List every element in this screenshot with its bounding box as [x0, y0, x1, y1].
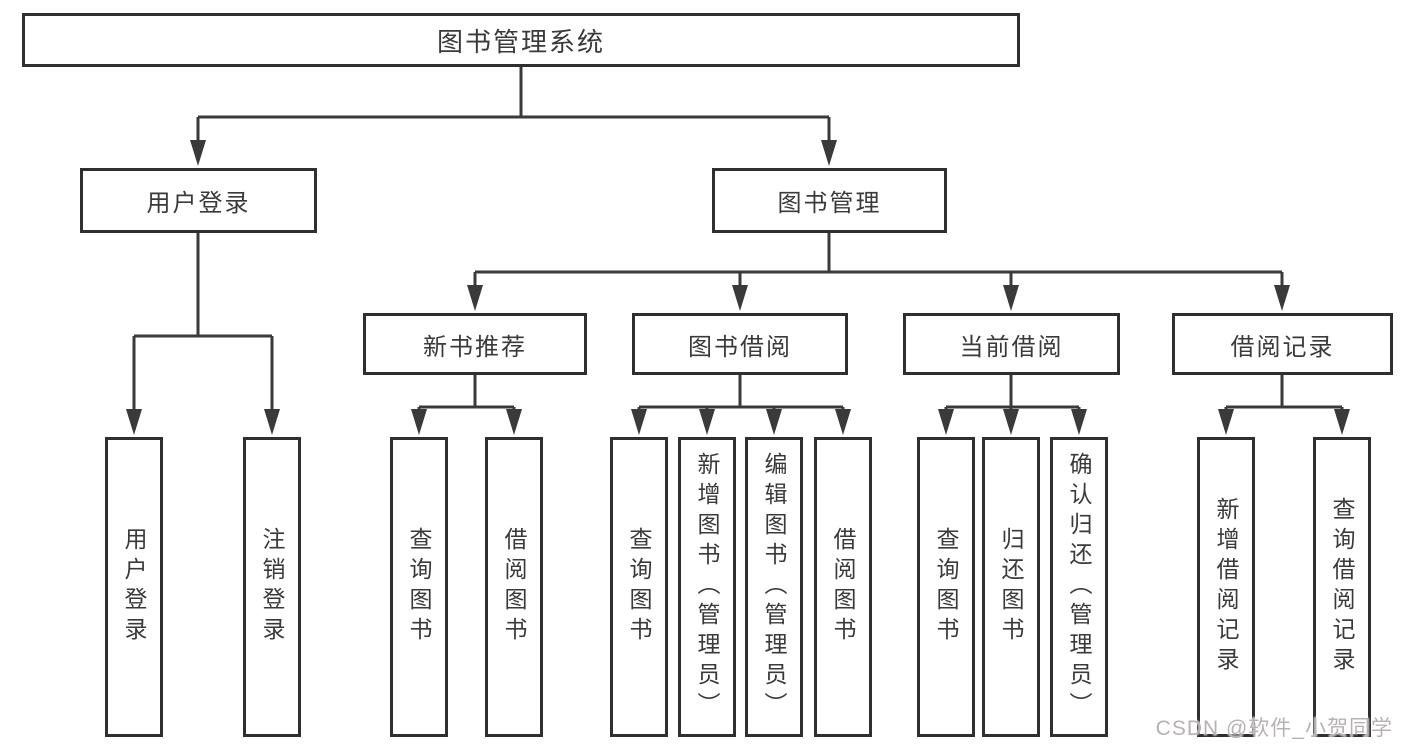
watermark-text: CSDN @软件_小贺同学: [1155, 717, 1393, 740]
node-book-management-label: 图书管理: [777, 190, 882, 217]
node-borrowing-records-label: 借阅记录: [1230, 333, 1335, 361]
node-new-book-recommend: 新书推荐: [363, 313, 587, 375]
root-node-label: 图书管理系统: [436, 26, 605, 57]
arrowheads: [126, 140, 1350, 435]
leaf-query-books-borrowing-label: 查询图书: [626, 527, 652, 647]
node-current-borrowing: 当前借阅: [903, 313, 1120, 375]
node-book-borrowing-label: 图书借阅: [688, 333, 792, 361]
leaf-user-login-label: 用户登录: [121, 527, 147, 647]
leaf-confirm-return-admin-label: 确认归还（管理员）: [1066, 452, 1092, 722]
leaf-return-books: 归还图书: [982, 437, 1040, 737]
leaf-user-login: 用户登录: [105, 437, 163, 737]
node-book-borrowing: 图书借阅: [632, 313, 848, 375]
leaf-borrow-books-borrowing: 借阅图书: [814, 437, 872, 737]
leaf-query-borrow-record-label: 查询借阅记录: [1329, 497, 1355, 677]
leaf-query-books-current: 查询图书: [917, 437, 975, 737]
leaf-query-books-recommend-label: 查询图书: [406, 527, 432, 647]
leaf-add-book-admin: 新增图书（管理员）: [678, 437, 736, 737]
node-current-borrowing-label: 当前借阅: [959, 333, 1064, 361]
leaf-query-borrow-record: 查询借阅记录: [1313, 437, 1371, 737]
leaf-query-books-borrowing: 查询图书: [610, 437, 668, 737]
leaf-query-books-recommend: 查询图书: [390, 437, 448, 737]
leaf-edit-book-admin-label: 编辑图书（管理员）: [761, 452, 787, 722]
leaf-add-borrow-record: 新增借阅记录: [1197, 437, 1255, 737]
node-new-book-recommend-label: 新书推荐: [423, 333, 527, 361]
node-user-login-label: 用户登录: [146, 190, 251, 217]
leaf-logout: 注销登录: [243, 437, 301, 737]
leaf-borrow-books-recommend: 借阅图书: [485, 437, 543, 737]
leaf-add-book-admin-label: 新增图书（管理员）: [694, 452, 720, 722]
node-book-management: 图书管理: [712, 168, 947, 233]
leaf-confirm-return-admin: 确认归还（管理员）: [1050, 437, 1108, 737]
leaf-add-borrow-record-label: 新增借阅记录: [1213, 497, 1239, 677]
leaf-borrow-books-borrowing-label: 借阅图书: [830, 527, 856, 647]
node-borrowing-records: 借阅记录: [1172, 313, 1393, 375]
root-node-library-system: 图书管理系统: [22, 13, 1020, 67]
leaf-return-books-label: 归还图书: [998, 527, 1024, 647]
leaf-logout-label: 注销登录: [259, 527, 285, 647]
leaf-edit-book-admin: 编辑图书（管理员）: [745, 437, 803, 737]
leaf-query-books-current-label: 查询图书: [933, 527, 959, 647]
leaf-borrow-books-recommend-label: 借阅图书: [501, 527, 527, 647]
node-user-login: 用户登录: [80, 168, 317, 233]
